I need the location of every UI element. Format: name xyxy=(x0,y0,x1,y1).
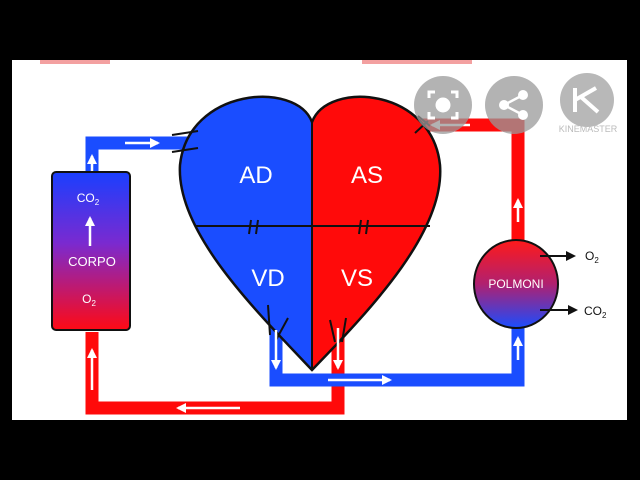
watermark-text: KINEMASTER xyxy=(559,124,618,134)
lens-icon xyxy=(427,90,459,120)
cropped-title-remnant xyxy=(40,60,110,64)
body-box: CO2 CORPO O2 xyxy=(51,171,131,331)
share-button[interactable] xyxy=(485,76,543,134)
label-left-ventricle: VS xyxy=(341,265,373,292)
body-o2-label: O2 xyxy=(82,292,96,308)
lungs-label: POLMONI xyxy=(488,277,543,291)
heart-outline xyxy=(178,95,442,372)
body-label: CORPO xyxy=(68,254,116,269)
label-left-atrium: AS xyxy=(351,162,383,189)
lungs-o2-label: O2 xyxy=(585,249,599,265)
kinemaster-icon xyxy=(573,86,600,114)
label-right-atrium: AD xyxy=(239,162,272,189)
lungs-co2-label: CO2 xyxy=(584,304,607,320)
lungs: POLMONI O2 CO2 xyxy=(473,239,607,329)
body-co2-label: CO2 xyxy=(77,191,100,207)
cropped-banner-remnant xyxy=(362,60,472,64)
label-right-ventricle: VD xyxy=(251,265,284,292)
lens-button[interactable] xyxy=(414,76,472,134)
share-icon xyxy=(499,90,528,120)
kinemaster-button[interactable] xyxy=(560,73,614,127)
